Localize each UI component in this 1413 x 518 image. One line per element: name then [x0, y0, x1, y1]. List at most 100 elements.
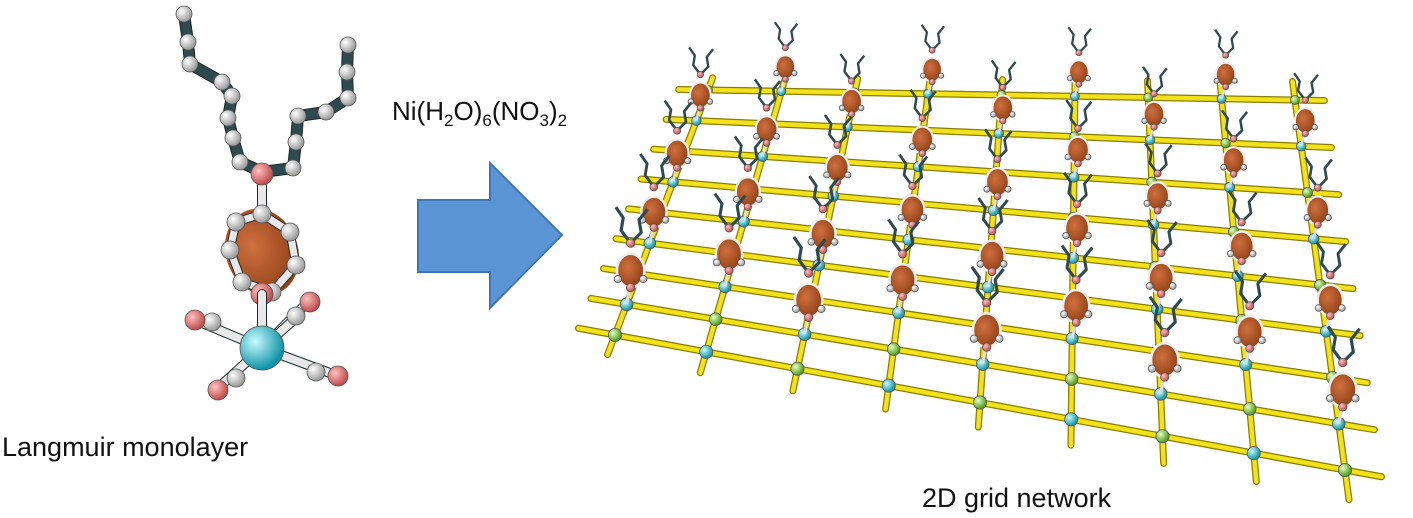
ring-atom: [613, 274, 623, 284]
ring-atom: [1084, 310, 1093, 319]
alkyl-tail: [909, 88, 924, 119]
ring-atom: [773, 70, 780, 77]
nitrogen-atom: [696, 104, 704, 112]
grid-node-green: [886, 342, 901, 356]
oxygen-atom: [673, 126, 682, 135]
ring-atom: [1314, 304, 1323, 312]
aromatic-ring: [1149, 341, 1180, 379]
alkyl-tail: [990, 59, 1004, 89]
formula-text: ): [548, 96, 558, 126]
oxygen-atom: [1245, 301, 1255, 311]
nitrogen-atom: [898, 292, 908, 301]
formula-text: O): [453, 96, 483, 126]
grid-network-icon: [575, 21, 1385, 504]
nitrogen-atom: [1160, 372, 1170, 382]
alkyl-tail: [1326, 325, 1345, 364]
nitrogen-atom: [1229, 170, 1238, 178]
alkyl-tail: [614, 206, 632, 245]
grid-node-green: [608, 327, 623, 342]
grid-node-nickel: [699, 344, 714, 359]
alkyl-tail: [1315, 241, 1332, 276]
aromatic-ring: [754, 115, 779, 145]
alkyl-tail: [1062, 171, 1079, 205]
alkyl-tail: [977, 197, 994, 232]
ring-atom: [1240, 163, 1248, 171]
nitrogen-atom: [1245, 343, 1255, 353]
alkyl-tail: [652, 155, 671, 188]
ring-atom: [1303, 214, 1311, 222]
alkyl-tail: [1304, 74, 1319, 102]
grid-node-green: [1155, 429, 1170, 444]
oxygen-atom: [987, 226, 997, 236]
aromatic-ring: [714, 236, 744, 272]
ring-atom: [1084, 153, 1092, 161]
aromatic-ring: [1235, 314, 1265, 350]
ring-atom: [983, 185, 991, 193]
alkyl-tail: [629, 208, 649, 245]
grid-node-green: [1143, 92, 1154, 103]
nitrogen-atom: [673, 163, 682, 172]
oxygen-atom: [762, 104, 771, 112]
nitrogen-atom: [1074, 159, 1082, 168]
oxygen-atom: [993, 155, 1002, 164]
aromatic-ring: [899, 194, 926, 227]
carbon-atom: [213, 73, 231, 91]
ring-atom: [280, 222, 300, 242]
oxygen-atom: [833, 141, 842, 149]
ring-atom: [226, 212, 246, 232]
monolayer-label: Langmuir monolayer: [2, 432, 249, 462]
alkyl-tail: [1156, 144, 1173, 175]
ring-atom: [286, 255, 306, 275]
oxygen-atom: [1075, 49, 1083, 57]
alkyl-tail: [920, 24, 934, 51]
alkyl-tail: [808, 175, 825, 210]
grid-node-nickel: [1246, 446, 1261, 461]
alkyl-tail: [1240, 191, 1258, 224]
ring-atom: [844, 171, 852, 179]
ring-atom: [1066, 75, 1073, 82]
ring-atom: [910, 284, 919, 293]
ring-atom: [1160, 117, 1167, 124]
ring-atom: [838, 104, 846, 112]
ring-atom: [807, 238, 816, 246]
nitrogen-atom: [848, 110, 856, 118]
ring-atom: [232, 272, 252, 292]
alkyl-tail: [1144, 142, 1159, 175]
ring-atom: [755, 195, 763, 203]
carbon-atom: [179, 33, 197, 51]
carbon-atom: [181, 55, 199, 73]
ring-atom: [733, 195, 741, 203]
alkyl-tail: [821, 177, 840, 210]
ligand-atom: [202, 312, 222, 332]
ring-atom: [857, 104, 865, 112]
ring-atom: [1292, 124, 1299, 131]
aromatic-ring: [984, 166, 1010, 198]
nitrogen-atom: [1325, 311, 1335, 321]
formula-text: Ni(H: [392, 96, 444, 126]
ring-atom: [639, 274, 648, 284]
grid-node-nickel: [881, 378, 896, 393]
aromatic-ring: [888, 262, 918, 298]
alkyl-tail: [1232, 111, 1249, 140]
alkyl-tail: [991, 199, 1009, 233]
alkyl-tail: [727, 194, 747, 230]
alkyl-tail: [1001, 61, 1017, 89]
ligand-atom: [306, 362, 326, 382]
oxygen-atom: [818, 204, 828, 214]
alkyl-tail: [1076, 173, 1093, 206]
ring-atom: [706, 98, 714, 105]
aromatic-ring: [910, 125, 935, 155]
alkyl-tail: [733, 135, 749, 169]
grid-node-green: [1064, 372, 1079, 386]
nitrogen-atom: [804, 312, 814, 322]
ring-atom: [791, 70, 798, 77]
oxygen-atom: [1153, 169, 1162, 178]
ring-atom: [1213, 77, 1220, 84]
ring-atom: [1338, 304, 1346, 312]
ring-atom: [1060, 310, 1068, 319]
carbon-atom: [339, 89, 357, 107]
aromatic-ring: [1142, 100, 1166, 129]
alkyl-tail: [1220, 109, 1235, 140]
alkyl-tail: [996, 130, 1013, 161]
carbon-atom: [231, 153, 249, 171]
